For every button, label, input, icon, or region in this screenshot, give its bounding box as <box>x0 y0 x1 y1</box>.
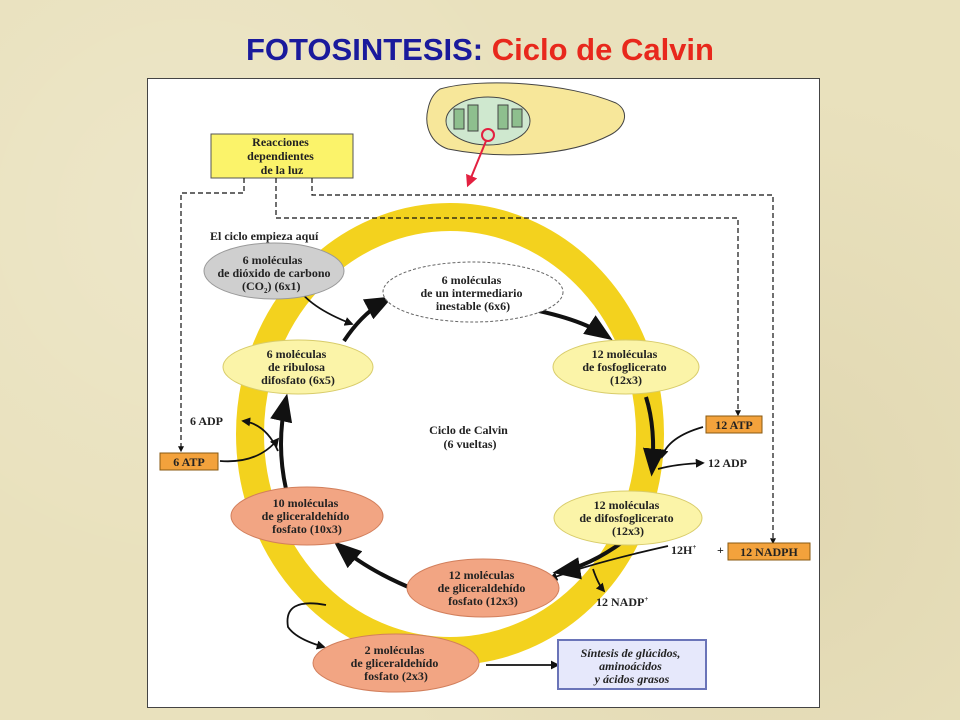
title-main: FOTOSINTESIS: <box>246 32 484 67</box>
nadp12-label: 12 NADP <box>596 595 644 609</box>
svg-text:6 moléculas de dióxido de: 6 moléculas de dióxido de carbono <box>217 253 330 280</box>
rudp-node <box>222 339 374 395</box>
svg-text:12H+: 12H+ <box>671 543 696 557</box>
pga-node <box>552 339 700 395</box>
adp6-label: 6 ADP <box>190 414 223 428</box>
arrow-adp6-out <box>241 417 279 452</box>
pga-line-2: de fosfoglicerato <box>582 360 666 374</box>
h12-label: 12H <box>671 543 693 557</box>
atp6-label: 6 ATP <box>173 455 204 469</box>
intermediate-line-2: de un intermediario <box>421 286 523 300</box>
g3p10-line-2: de gliceraldehído <box>262 509 350 523</box>
cycle-arrow-2 <box>642 396 666 477</box>
nadph12-label: 12 NADPH <box>740 545 798 559</box>
arrow-g3p-out <box>286 602 327 650</box>
svg-text:6 moléculas de ribulosa: 6 moléculas de ribulosa difosfato (6x5) <box>261 347 335 387</box>
intermediate-line-3: inestable (6x6) <box>436 299 510 313</box>
h12-superscript: + <box>692 543 696 551</box>
center-line-1: Ciclo de Calvin <box>429 423 508 437</box>
svg-text:12 moléculas de difosfogli: 12 moléculas de difosfoglicerato (12x3) <box>579 498 676 538</box>
dpga-line-2: de difosfoglicerato <box>579 511 673 525</box>
g3p2-line-2: de gliceraldehído <box>351 656 439 670</box>
dpga-node <box>553 490 703 546</box>
nadp12-superscript: + <box>644 595 648 603</box>
co2-formula: (CO <box>242 279 264 293</box>
svg-text:12 moléculas de gliceralde: 12 moléculas de gliceraldehído fosfato (… <box>438 568 529 608</box>
g3p12-line-3: fosfato (12x3) <box>448 594 518 608</box>
g3p2-node <box>312 633 480 693</box>
dashed-line-nadph <box>311 178 776 545</box>
g3p12-line-1: 12 moléculas <box>449 568 515 582</box>
co2-count: ) (6x1) <box>268 279 301 293</box>
g3p12-line-2: de gliceraldehído <box>438 581 526 595</box>
arrow-atp12-in <box>659 426 704 459</box>
atp12-box <box>705 415 763 434</box>
synthesis-line-2: aminoácidos <box>599 659 662 673</box>
title-sub: Ciclo de Calvin <box>491 32 714 67</box>
cycle-arrow-4 <box>333 541 419 593</box>
arrow-adp12-out <box>657 458 705 470</box>
co2-node <box>203 242 345 300</box>
pga-line-1: 12 moléculas <box>592 347 658 361</box>
plus-sign: + <box>717 543 724 557</box>
g3p10-line-3: fosfato (10x3) <box>272 522 342 536</box>
co2-line-2: de dióxido de carbono <box>217 266 330 280</box>
light-reactions-line-2: dependientes <box>247 149 314 163</box>
dashed-line-atp6 <box>178 178 245 453</box>
g3p12-node <box>406 558 560 618</box>
cycle-arrow-5 <box>270 393 293 490</box>
atp6-box <box>159 452 219 471</box>
g3p10-line-1: 10 moléculas <box>273 496 339 510</box>
arrow-nadph-in <box>548 545 669 581</box>
cycle-arrow-6 <box>342 296 393 343</box>
g3p2-line-1: 2 moléculas <box>365 643 425 657</box>
atp12-label: 12 ATP <box>715 418 752 432</box>
svg-text:12 moléculas de fosfoglic: 12 moléculas de fosfoglicerato (12x3) <box>582 347 669 387</box>
svg-text:2 moléculas de gliceraldeh: 2 moléculas de gliceraldehído fosfato (2… <box>351 643 442 683</box>
light-reactions-line-1: Reacciones <box>252 135 309 149</box>
g3p10-node <box>230 486 384 546</box>
svg-text:Reacciones dependientes: Reacciones dependientes de la luz <box>247 135 317 177</box>
svg-text:10 moléculas de gliceralde: 10 moléculas de gliceraldehído fosfato (… <box>262 496 353 536</box>
svg-text:(CO2) (6x1): (CO2) (6x1) <box>242 279 301 295</box>
nadph12-box <box>727 542 811 561</box>
svg-text:Ciclo de Calvin (6 vueltas: Ciclo de Calvin (6 vueltas) <box>429 423 511 451</box>
synthesis-line-1: Síntesis de glúcidos, <box>581 646 681 660</box>
svg-text:Síntesis de glúcidos, amin: Síntesis de glúcidos, aminoácidos y ácid… <box>581 646 684 686</box>
light-reactions-box <box>210 133 354 179</box>
cycle-arrow-3 <box>552 539 626 580</box>
pga-line-3: (12x3) <box>610 373 642 387</box>
svg-text:12 NADP+: 12 NADP+ <box>596 595 648 609</box>
dpga-line-1: 12 moléculas <box>594 498 660 512</box>
arrow-nadp-out <box>592 568 606 593</box>
co2-subscript: 2 <box>264 287 268 295</box>
g3p2-line-3: fosfato (2x3) <box>364 669 428 683</box>
dpga-line-3: (12x3) <box>612 524 644 538</box>
chloroplast-illustration <box>426 82 625 188</box>
calvin-cycle-figure: Reacciones dependientes de la luz 6 molé… <box>147 78 820 708</box>
co2-line-1: 6 moléculas <box>243 253 303 267</box>
calvin-cycle-diagram: Reacciones dependientes de la luz 6 molé… <box>159 82 811 693</box>
svg-text:6 moléculas de un intermed: 6 moléculas de un intermediario inestabl… <box>421 273 526 313</box>
center-line-2: (6 vueltas) <box>444 437 497 451</box>
synthesis-box <box>557 639 707 690</box>
rudp-line-1: 6 moléculas <box>267 347 327 361</box>
intermediate-node <box>382 261 564 323</box>
light-reactions-line-3: de la luz <box>261 163 304 177</box>
synthesis-line-3: y ácidos grasos <box>593 672 670 686</box>
intermediate-line-1: 6 moléculas <box>442 273 502 287</box>
rudp-line-2: de ribulosa <box>268 360 325 374</box>
cycle-start-label: El ciclo empieza aquí <box>210 229 319 243</box>
rudp-line-3: difosfato (6x5) <box>261 373 335 387</box>
adp12-label: 12 ADP <box>708 456 747 470</box>
dashed-line-atp12 <box>275 178 741 417</box>
slide-title: FOTOSINTESIS: Ciclo de Calvin <box>0 32 960 68</box>
